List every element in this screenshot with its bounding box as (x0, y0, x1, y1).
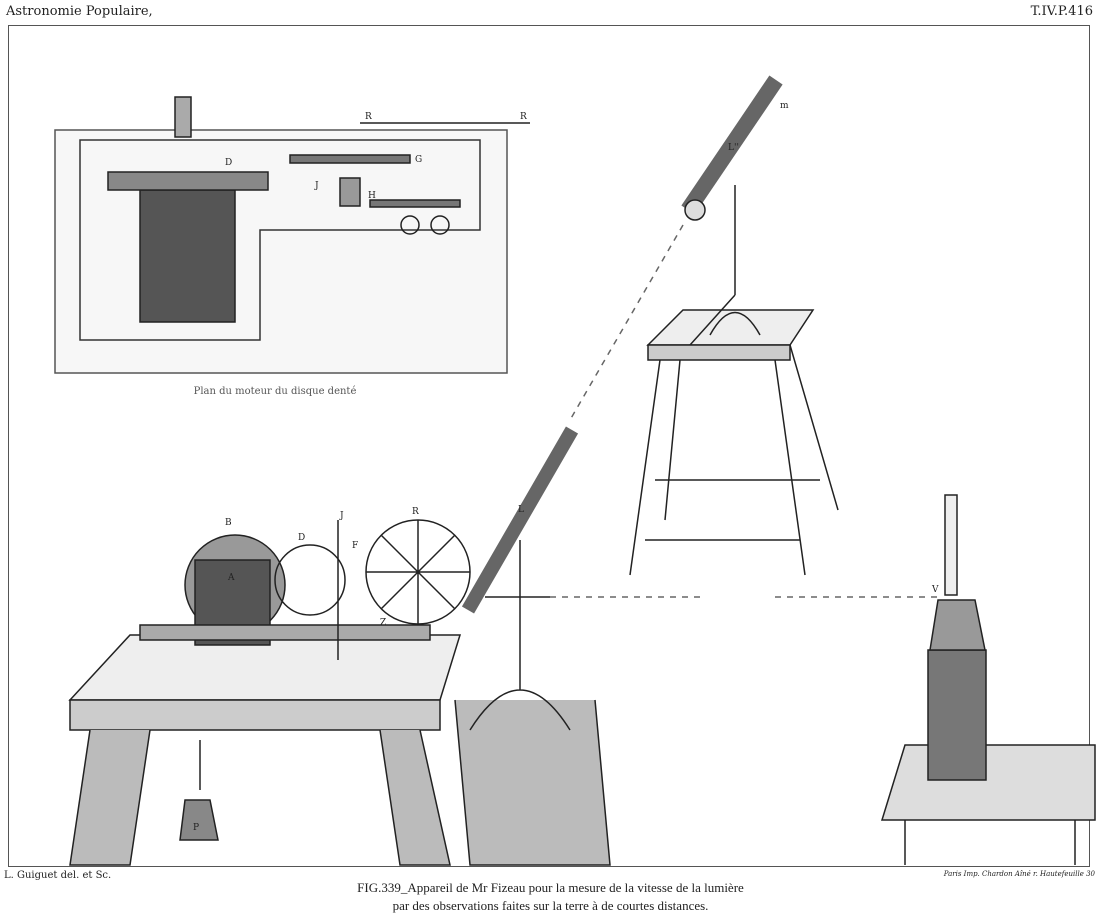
label-H: H (368, 191, 376, 201)
label-P: P (193, 823, 199, 833)
label-L: L (518, 505, 524, 515)
figure-caption-line2: par des observations faites sur la terre… (392, 898, 709, 913)
label-D: D (225, 158, 232, 168)
toothed-wheel-apparatus: B A D J F R L Z P (68, 426, 700, 866)
telescope-on-stool: L'' m (569, 75, 839, 576)
label-Z: Z (380, 618, 386, 628)
label-L2: L'' (728, 143, 739, 153)
label-D: D (298, 533, 305, 543)
book-title: Astronomie Populaire, (6, 4, 153, 19)
label-V: V (931, 585, 939, 595)
figure-caption-line1: FIG.339_Appareil de Mr Fizeau pour la me… (357, 880, 744, 895)
label-J: J (314, 181, 319, 191)
printer-credit: Paris Imp. Chardon Aîné r. Hautefeuille … (943, 870, 1095, 878)
lamp-on-table: V (775, 494, 1096, 865)
label-R2: R (520, 112, 527, 122)
motor-plan-inset: R R D G J H (54, 96, 530, 374)
plate-reference: T.IV.P.416 (1030, 4, 1093, 19)
label-G: G (415, 155, 422, 165)
label-A: A (227, 573, 235, 583)
label-F: F (352, 541, 358, 551)
label-J: J (339, 511, 344, 521)
label-R: R (365, 112, 372, 122)
plate-frame (8, 25, 1090, 867)
inset-caption: Plan du moteur du disque denté (193, 386, 357, 397)
artist-credit: L. Guiguet del. et Sc. (4, 870, 112, 881)
label-B: B (225, 518, 232, 528)
label-m: m (780, 101, 789, 111)
label-R: R (412, 507, 419, 517)
